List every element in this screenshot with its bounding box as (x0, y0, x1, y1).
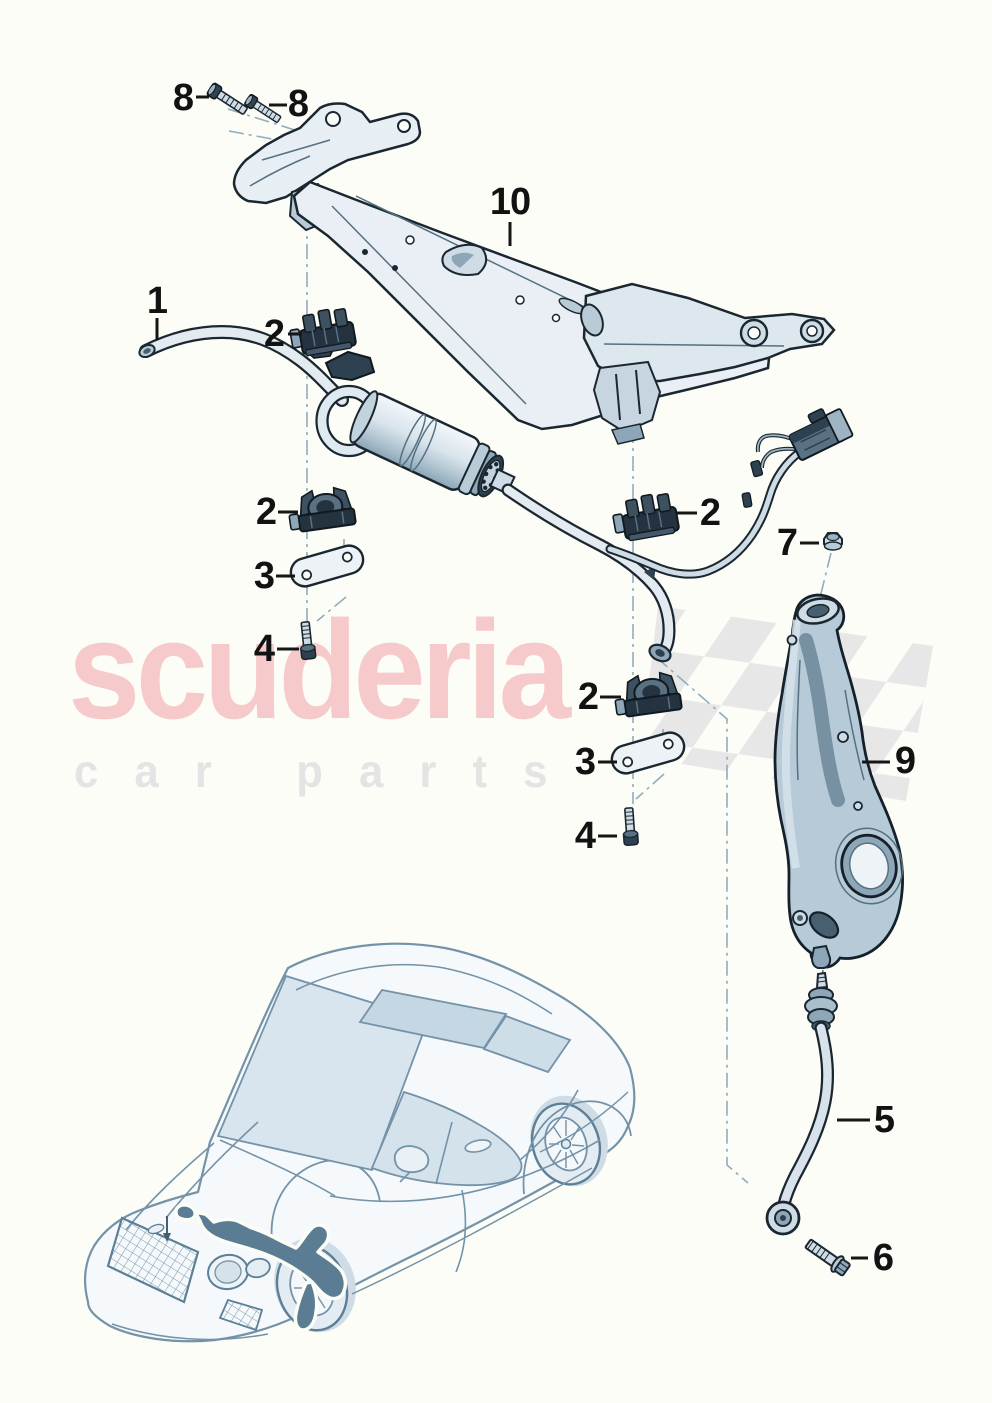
highlighted-part-location (174, 1203, 348, 1332)
callout-4a: 4 (253, 628, 275, 670)
hex-nut-part (823, 532, 843, 551)
bushing-clamp-lower-left (285, 484, 357, 534)
callout-2b: 2 (255, 491, 277, 533)
leader-lines (155, 95, 890, 1260)
plate-bolt-right (620, 806, 640, 847)
bushing-clamp-upper-right (609, 489, 681, 544)
callout-9: 9 (894, 740, 916, 782)
link-bolt-part (804, 1238, 851, 1277)
steering-knuckle-part (773, 593, 904, 983)
callout-2d: 2 (577, 676, 599, 718)
callout-6: 6 (872, 1237, 894, 1279)
callout-4b: 4 (574, 815, 596, 857)
watermark-brand-text: scuderia (68, 591, 571, 748)
retaining-plate-left (286, 541, 368, 591)
bushing-clamp-lower-right (611, 669, 683, 719)
callout-5: 5 (873, 1099, 895, 1141)
callout-1: 1 (146, 280, 168, 322)
callout-8a: 8 (172, 77, 194, 119)
callout-3b: 3 (574, 741, 596, 783)
coupling-link-part (765, 971, 838, 1236)
vehicle-locator (83, 942, 636, 1343)
callout-2a: 2 (263, 313, 285, 355)
callout-2c: 2 (699, 492, 721, 534)
callout-7: 7 (776, 522, 798, 564)
watermark-tagline-text: car parts (74, 745, 584, 797)
callout-3a: 3 (253, 555, 275, 597)
plate-bolt-left (297, 620, 317, 661)
anti-roll-bar-part (138, 324, 676, 663)
subframe-crossmember-part (232, 102, 836, 445)
callout-8b: 8 (287, 83, 309, 125)
harness-connector (788, 408, 854, 461)
wiring-harness (605, 408, 854, 579)
callout-10: 10 (489, 181, 531, 223)
